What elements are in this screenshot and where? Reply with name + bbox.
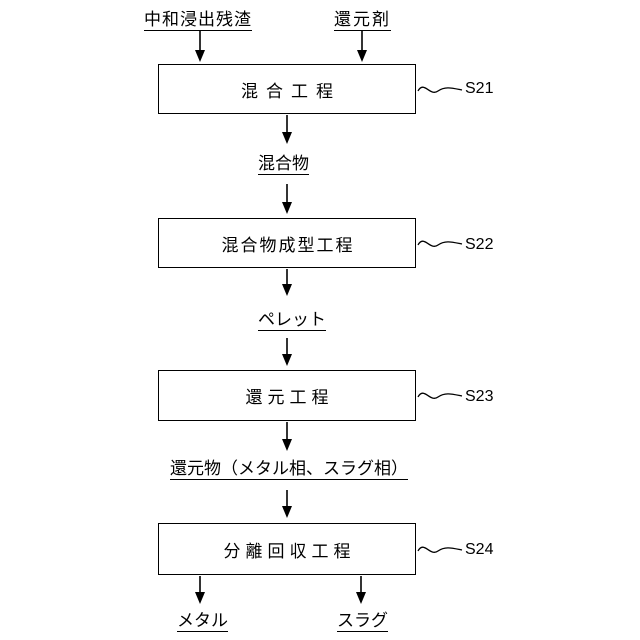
intermediate-label-pellet: ペレット [258,310,326,331]
arrow-down-to-metal [195,576,205,604]
arrow-down-to-mixture [282,115,292,144]
intermediate-label-mixture: 混合物 [258,154,309,175]
reference-squiggle-s23 [417,392,463,399]
input-label-neutralized-leach-residue: 中和浸出残渣 [144,10,252,31]
process-box-separation-recovery-label: 分離回収工程 [223,541,356,561]
process-box-mixture-forming: 混合物成型工程 [158,218,416,268]
arrow-down-to-forming [282,184,292,214]
arrow-down-to-slag [356,576,366,604]
arrow-down-to-reduction [282,338,292,366]
intermediate-label-reduced-product: 還元物（メタル相、スラグ相） [170,459,408,480]
reference-squiggle-s24 [417,546,463,553]
step-ref-s21: S21 [465,80,494,97]
output-label-slag: スラグ [337,611,388,632]
reference-squiggle-s22 [417,240,463,247]
arrow-down-input-reductant [357,31,367,62]
step-ref-s24: S24 [465,541,494,558]
process-box-mixing-label: 混合工程 [241,81,341,101]
process-box-separation-recovery: 分離回収工程 [158,523,416,575]
arrow-down-to-separation [282,490,292,518]
step-ref-s23: S23 [465,388,494,405]
process-box-reduction-label: 還元工程 [245,388,334,407]
arrow-down-to-reduced-product [282,422,292,451]
arrow-down-to-pellet [282,269,292,296]
process-box-mixture-forming-label: 混合物成型工程 [221,235,355,255]
input-label-reducing-agent: 還元剤 [334,10,391,31]
process-box-mixing: 混合工程 [158,64,416,114]
output-label-metal: メタル [177,611,228,632]
arrow-down-input-residue [195,31,205,62]
reference-squiggle-s21 [417,86,463,93]
process-box-reduction: 還元工程 [158,370,416,421]
step-ref-s22: S22 [465,236,494,253]
